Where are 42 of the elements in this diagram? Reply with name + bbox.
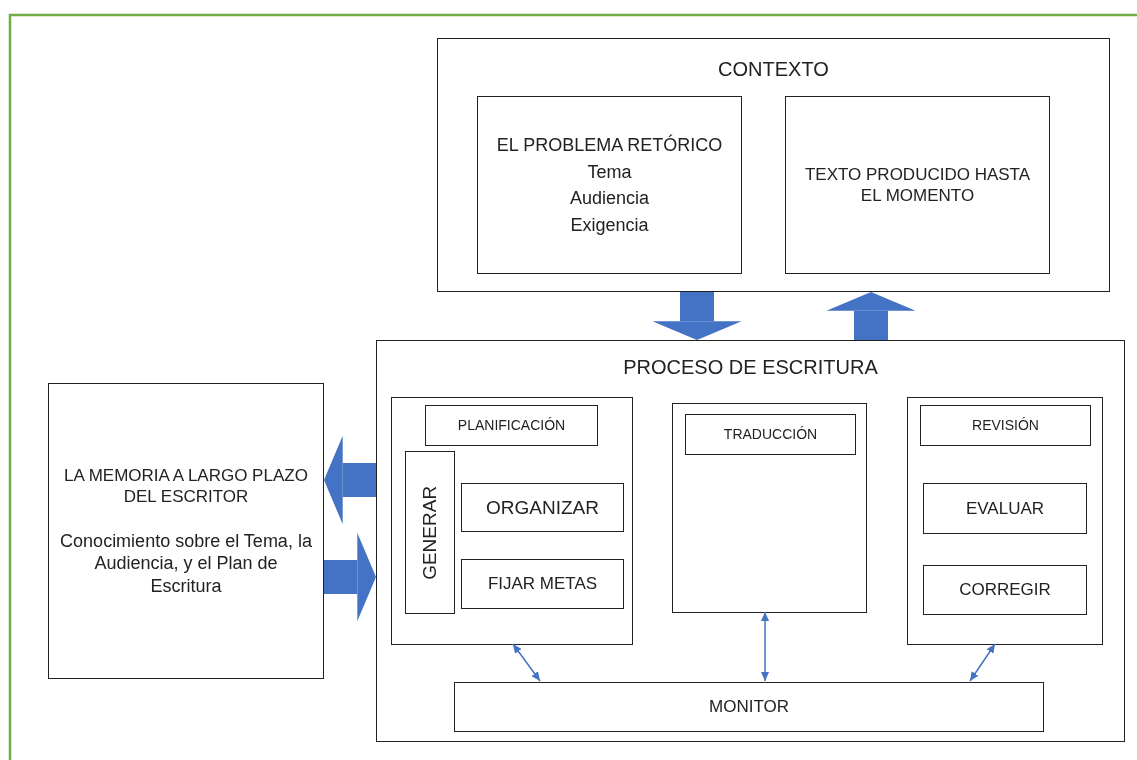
group-box xyxy=(672,403,867,613)
box-title: EVALUAR xyxy=(964,497,1046,520)
box-title: EL PROBLEMA RETÓRICO xyxy=(495,134,724,157)
double-arrow xyxy=(969,643,996,682)
box-title: MONITOR xyxy=(708,696,790,718)
box-text: Tema xyxy=(586,160,633,183)
process-box xyxy=(461,483,624,532)
process-box xyxy=(685,414,856,455)
process-box xyxy=(454,682,1044,732)
box-title: REVISIÓN xyxy=(971,416,1040,435)
double-arrow xyxy=(760,611,770,682)
group-box xyxy=(907,397,1103,645)
process-box xyxy=(405,451,455,614)
double-arrow xyxy=(512,643,541,682)
box-text: Exigencia xyxy=(569,213,650,236)
process-box xyxy=(923,565,1087,615)
box-title: PLANIFICACIÓN xyxy=(456,416,567,435)
process-box xyxy=(477,96,742,274)
box-title: PROCESO DE ESCRITURA xyxy=(622,355,879,380)
box-title: TRADUCCIÓN xyxy=(722,425,819,444)
box-title: LA MEMORIA A LARGO PLAZO DEL ESCRITOR xyxy=(63,465,309,508)
block-arrow xyxy=(324,435,376,525)
memory-box xyxy=(48,383,324,679)
box-title: TEXTO PRODUCIDO HASTA EL MOMENTO xyxy=(803,163,1032,207)
box-text: Conocimiento sobre el Tema, la Audiencia, y el Plan de Escritura xyxy=(59,529,313,597)
box-title: CONTEXTO xyxy=(717,57,830,82)
group-box xyxy=(391,397,633,645)
process-box xyxy=(461,559,624,609)
process-box xyxy=(425,405,598,446)
box-title: ORGANIZAR xyxy=(485,495,600,520)
box-title: FIJAR METAS xyxy=(486,573,599,595)
block-arrow xyxy=(324,532,376,622)
box-title: CORREGIR xyxy=(958,579,1052,601)
process-box xyxy=(920,405,1091,446)
process-box xyxy=(923,483,1087,534)
box-text: Audiencia xyxy=(568,187,651,210)
context-panel xyxy=(437,38,1110,292)
process-box xyxy=(785,96,1050,274)
box-title: GENERAR xyxy=(418,484,442,582)
block-arrow xyxy=(826,292,916,340)
block-arrow xyxy=(652,292,742,340)
process-panel xyxy=(376,340,1125,742)
